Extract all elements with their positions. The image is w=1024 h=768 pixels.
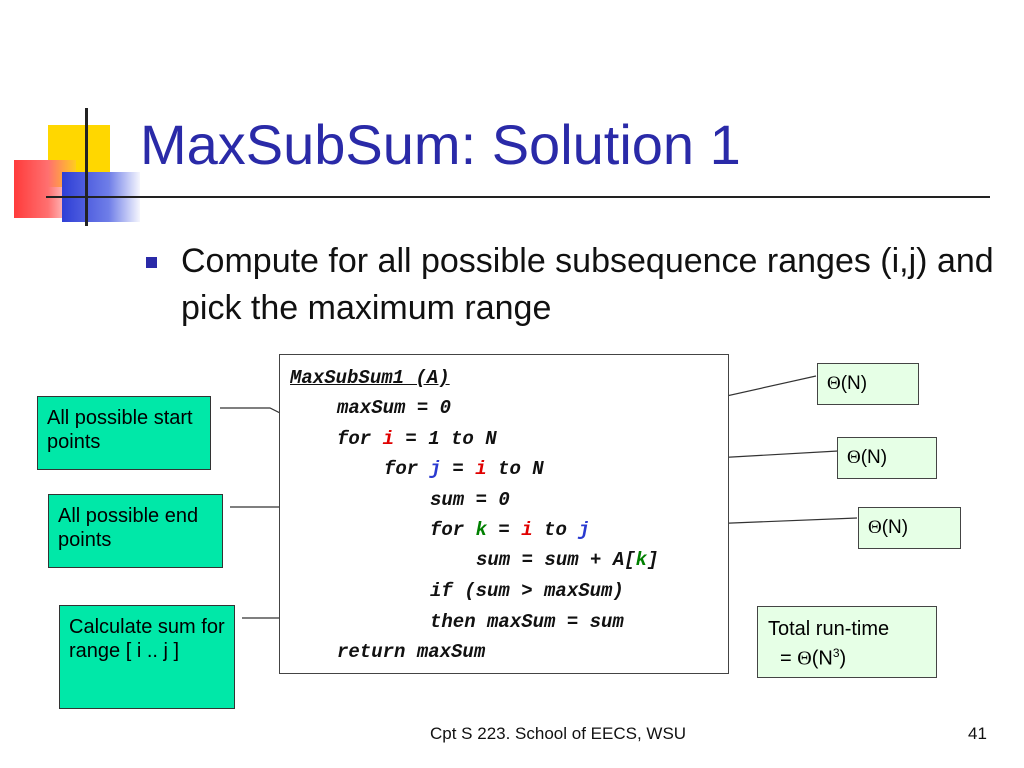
title-underline: [46, 196, 990, 198]
total-runtime-label: Total run-time: [768, 618, 890, 640]
callout-end-points: All possible end points: [48, 494, 223, 568]
var-k: k: [475, 519, 488, 541]
code-line-middle-loop: for j = i to N: [384, 458, 544, 480]
decor-vertical-line: [85, 108, 88, 226]
pseudocode-box: MaxSubSum1 (A) maxSum = 0 for i = 1 to N…: [279, 354, 729, 674]
code-line-accumulate: sum = sum + A[k]: [476, 549, 659, 571]
code-line-init: maxSum = 0: [337, 397, 452, 419]
code-line-header: MaxSubSum1 (A): [290, 367, 450, 389]
bullet-square-icon: [146, 257, 157, 268]
var-i: i: [475, 458, 487, 480]
theta-box-outer: Θ(N): [817, 363, 919, 405]
page-number: 41: [968, 724, 987, 743]
footer-text: Cpt S 223. School of EECS, WSU: [430, 724, 687, 743]
total-runtime-value: = Θ(N3): [780, 646, 847, 670]
slide-title: MaxSubSum: Solution 1: [140, 113, 741, 176]
callout-start-points: All possible start points: [37, 396, 211, 470]
var-j: j: [429, 458, 442, 480]
bullet-text: Compute for all possible subsequence ran…: [181, 242, 994, 327]
callout-calculate-sum: Calculate sum for range [ i .. j ]: [59, 605, 235, 709]
code-line-then: then maxSum = sum: [430, 611, 624, 633]
theta-box-inner: Θ(N): [858, 507, 961, 549]
code-line-outer-loop: for i = 1 to N: [337, 428, 497, 450]
code-line-return: return maxSum: [337, 641, 486, 663]
theta-box-middle: Θ(N): [837, 437, 937, 479]
var-k: k: [635, 549, 648, 571]
var-i: i: [521, 519, 533, 541]
var-i: i: [382, 428, 395, 450]
var-j: j: [578, 519, 590, 541]
code-line-inner-loop: for k = i to j: [430, 519, 590, 541]
total-runtime-box: Total run-time = Θ(N3): [757, 606, 937, 678]
code-line-if: if (sum > maxSum): [430, 580, 624, 602]
code-line-sum-init: sum = 0: [430, 489, 510, 511]
